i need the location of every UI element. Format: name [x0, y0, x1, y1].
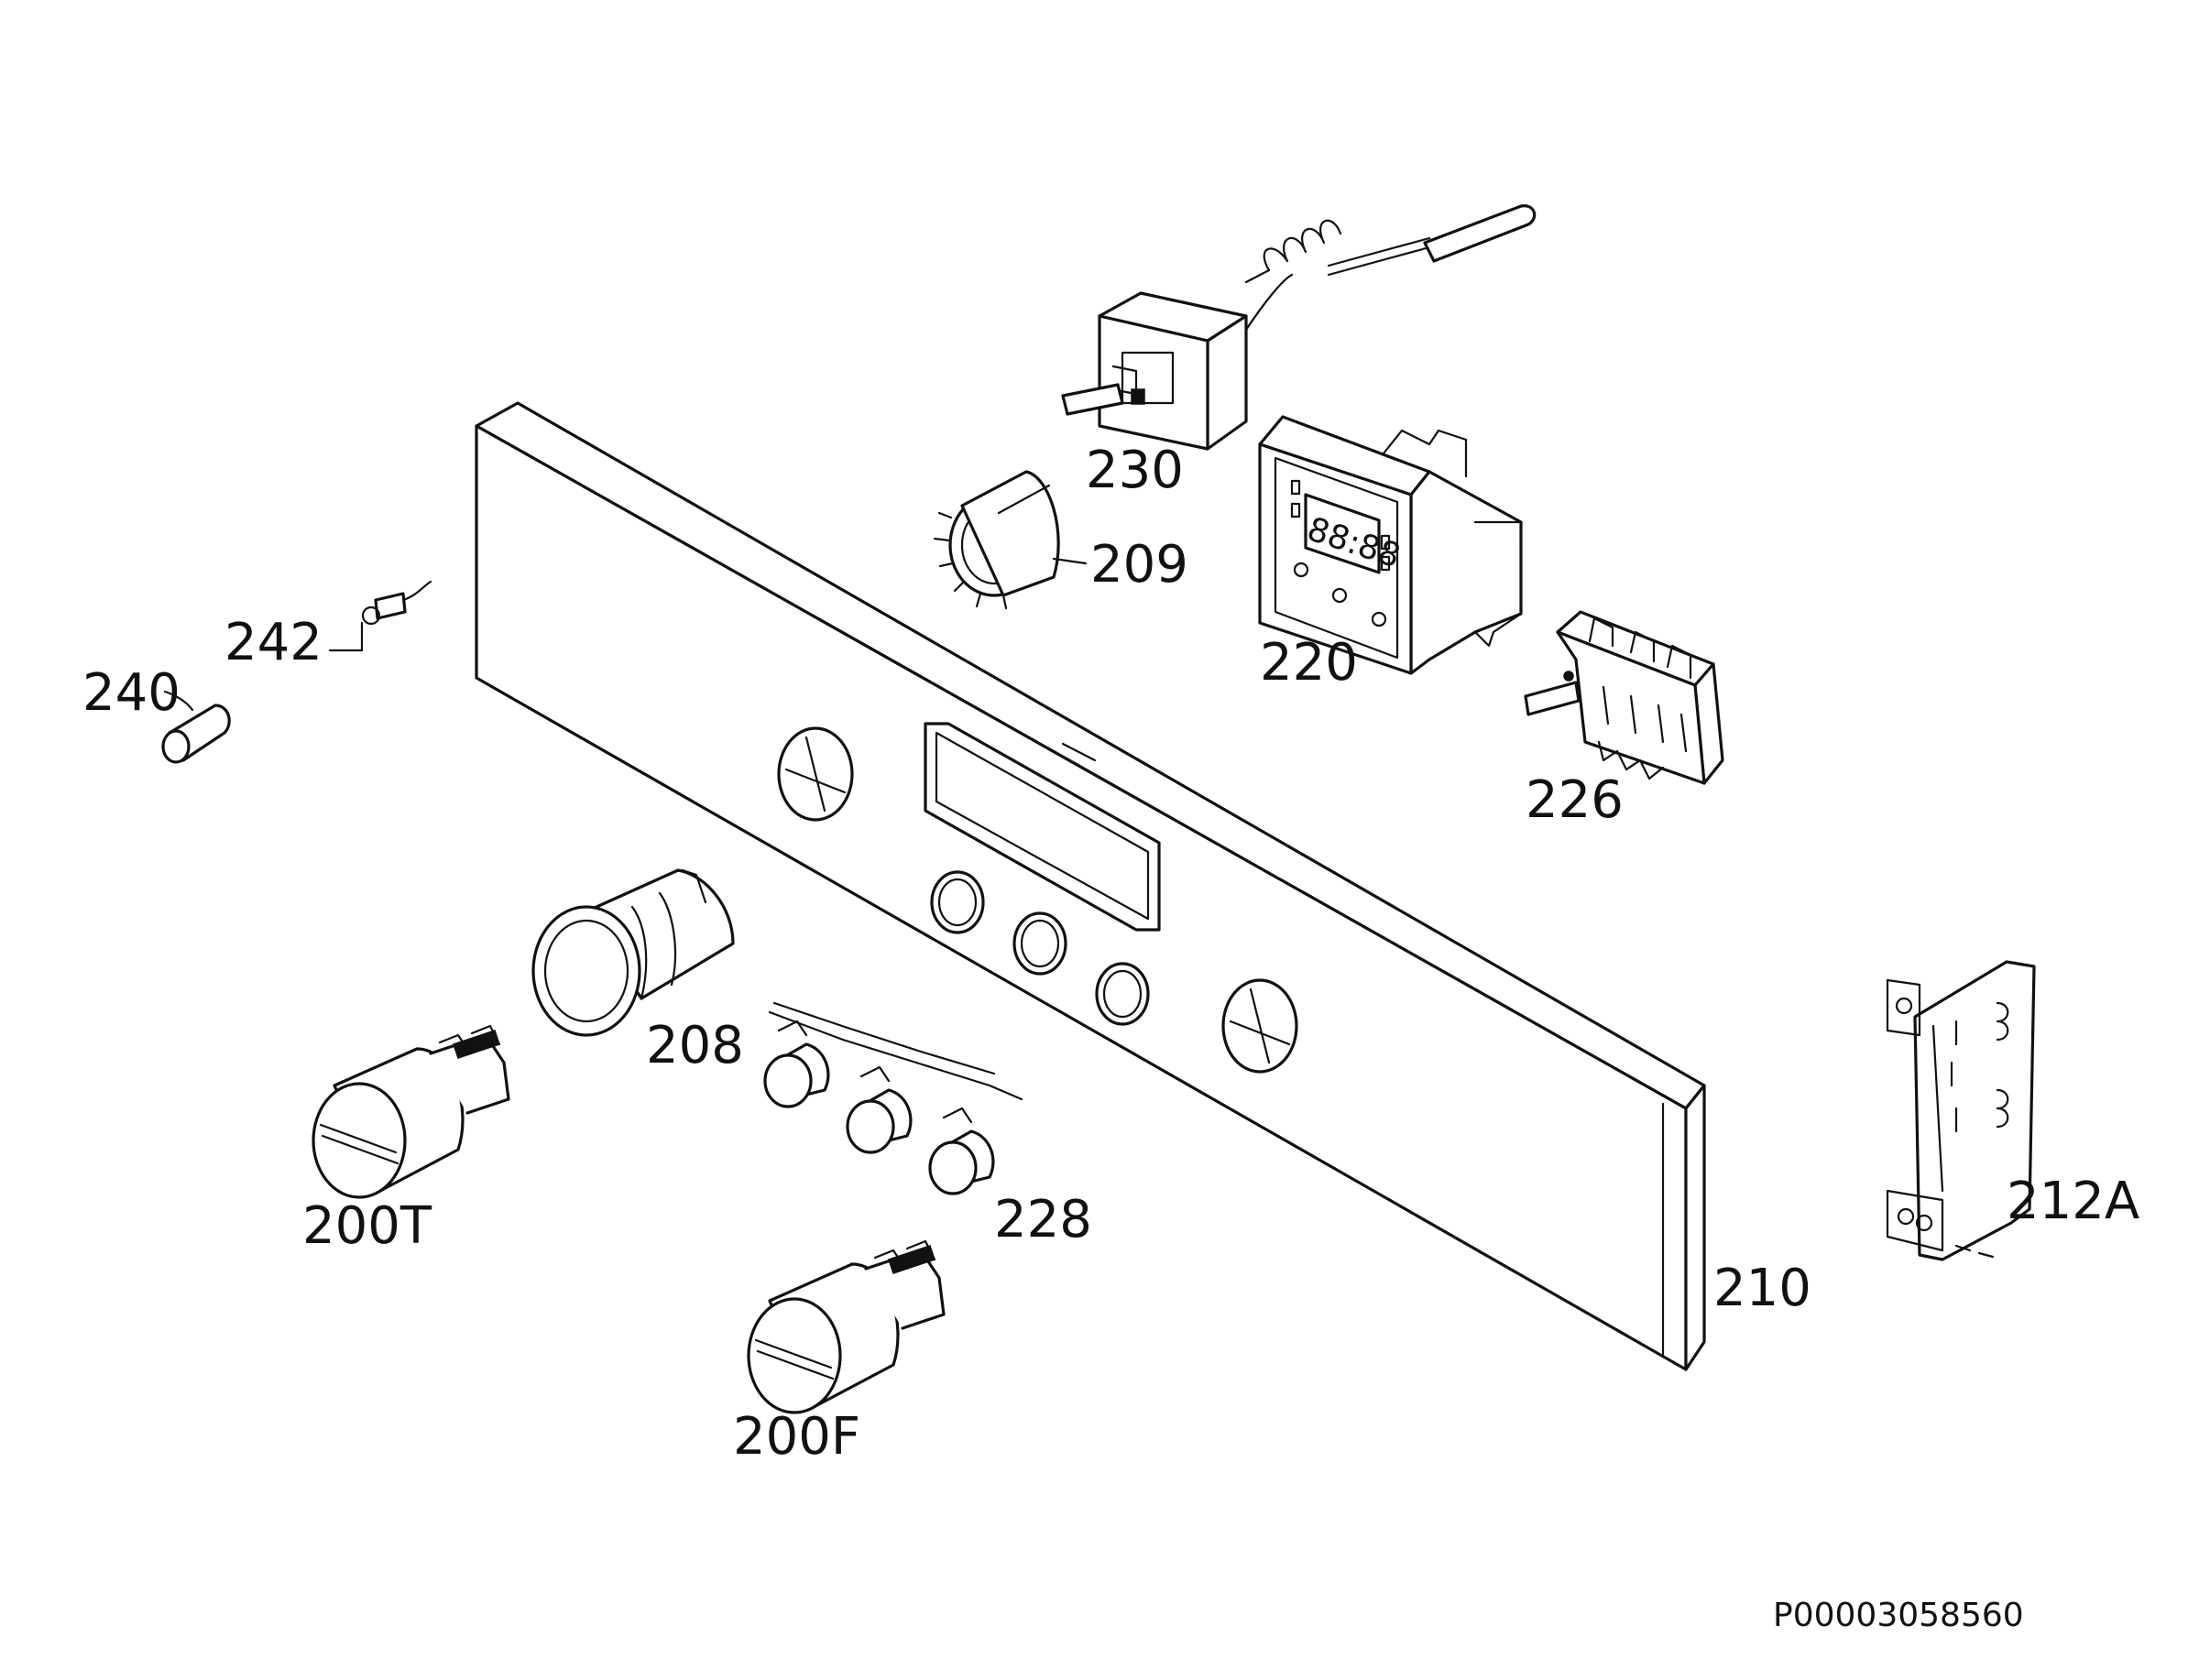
- label-228: 228: [994, 1190, 1092, 1249]
- display-window: [924, 722, 1161, 932]
- label-208: 208: [646, 1016, 744, 1075]
- knob-200T: [312, 1024, 510, 1199]
- label-209: 209: [1090, 535, 1188, 595]
- label-220: 220: [1260, 633, 1358, 693]
- selector-switch-226: [1524, 610, 1724, 785]
- label-200F: 200F: [733, 1407, 860, 1467]
- label-212A: 212A: [2007, 1172, 2139, 1231]
- ring-209: [933, 470, 1060, 610]
- label-200T: 200T: [302, 1196, 432, 1256]
- label-242: 242: [224, 613, 323, 672]
- knob-200F: [747, 1239, 946, 1414]
- label-240: 240: [82, 663, 181, 723]
- bracket-212A: [1886, 960, 2036, 1261]
- label-230: 230: [1086, 441, 1184, 500]
- drawing-code: P00003058560: [1773, 1597, 2024, 1634]
- bezel-208: [531, 868, 735, 1037]
- buttons-228: [763, 1001, 1023, 1195]
- thermostat-230: [1061, 204, 1537, 451]
- label-226: 226: [1526, 770, 1624, 830]
- lamp-wire-242: [328, 580, 432, 652]
- label-210: 210: [1713, 1259, 1811, 1318]
- timer-220: 88:88: [1258, 415, 1523, 675]
- lamp-lens-240: [161, 690, 231, 764]
- control-panel-210: [475, 401, 1706, 1371]
